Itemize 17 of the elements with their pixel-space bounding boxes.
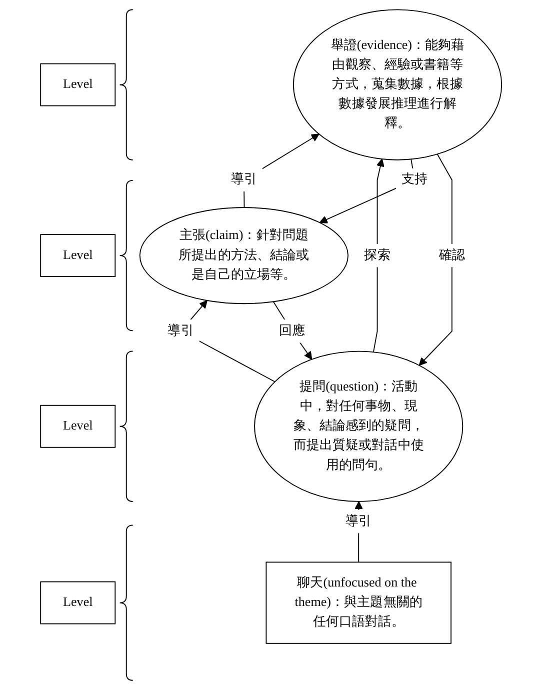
node-box: Level — [40, 63, 116, 106]
edge-label: 導引 — [346, 514, 372, 529]
node-ellipse: 舉證(evidence)：能夠藉由觀察、經驗或書籍等方式，蒐集數據，根據數據發展推理進行解釋。 — [293, 9, 502, 160]
edge-label: 回應 — [279, 324, 306, 338]
node-box: 聊天(unfocused on the theme)：與主題無關的任何口語對話。 — [266, 562, 452, 644]
edge-label: 導引 — [231, 172, 258, 187]
arrow — [419, 154, 453, 366]
node-box: Level — [40, 581, 116, 624]
edge-label: 支持 — [402, 172, 428, 187]
arrow — [273, 301, 313, 360]
edge-label: 確認 — [439, 248, 466, 263]
node-ellipse: 提問(question)：活動中，對任何事物、現象、結論感到的疑問，而提出質疑或對話中使用的問句。 — [254, 350, 464, 502]
edge-label: 探索 — [364, 248, 391, 263]
node-ellipse: 主張(claim)：針對問題所提出的方法、結論或是自己的立場等。 — [140, 207, 349, 304]
node-box: Level — [40, 404, 116, 448]
node-box: Level — [40, 234, 116, 278]
edge-label: 導引 — [168, 324, 194, 338]
